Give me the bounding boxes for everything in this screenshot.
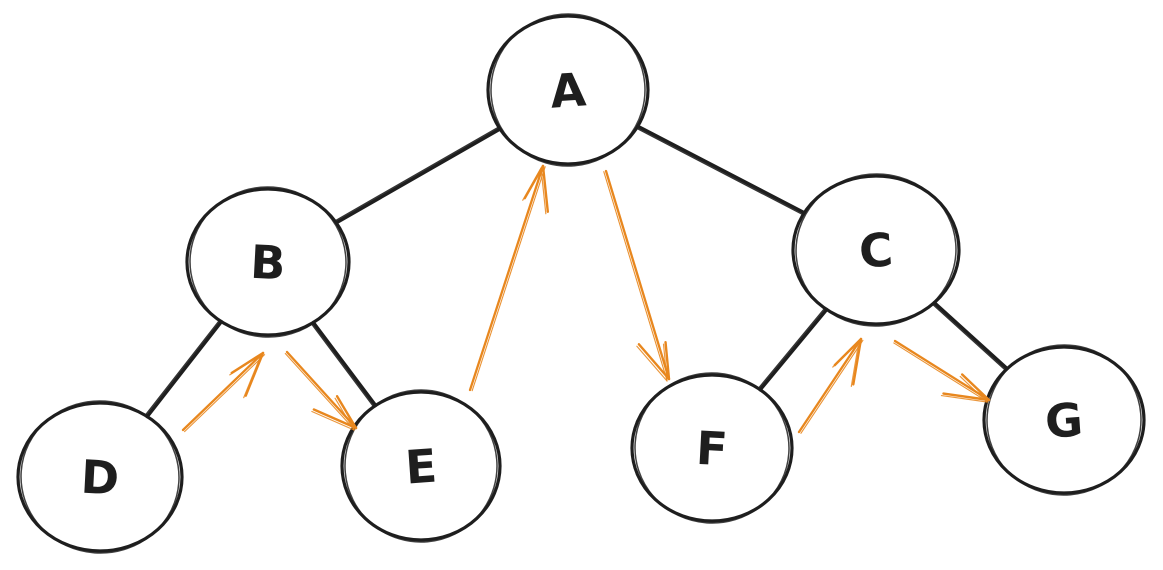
arrow-A-F	[603, 169, 671, 382]
node-label-D: D	[79, 450, 120, 506]
arrow-F-C	[797, 337, 864, 434]
node-label-A: A	[548, 62, 588, 118]
tree-edge-A-C	[635, 124, 806, 216]
arrowhead-wing	[229, 351, 265, 376]
tree-edge-A-B	[334, 126, 502, 225]
labels-layer: A B C D E F G	[79, 62, 1084, 505]
arrowhead-wing	[334, 395, 358, 431]
arrowhead-wing	[850, 337, 863, 387]
tree-edge-B-D	[144, 319, 224, 419]
node-D	[16, 400, 184, 554]
tree-edge-C-G	[932, 300, 1009, 372]
arrowhead-wing	[662, 340, 671, 382]
arrowhead-wing	[636, 343, 671, 382]
tree-edge-B-E	[310, 320, 378, 408]
arrow-E-A	[468, 164, 550, 392]
arrowhead-wing	[540, 164, 550, 215]
node-E	[340, 389, 502, 543]
arrow-B-E	[284, 350, 358, 431]
node-F	[630, 372, 794, 524]
node-label-F: F	[695, 421, 729, 477]
arrowhead-wing	[940, 392, 991, 403]
arrowhead-wing	[522, 164, 545, 201]
arrowhead-wing	[243, 351, 265, 399]
tree-edges-layer	[144, 124, 1009, 419]
arrowhead-wing	[832, 337, 863, 368]
node-C	[791, 173, 961, 327]
arrowhead-wing	[311, 408, 358, 431]
node-label-G: G	[1043, 392, 1084, 449]
tree-edge-C-F	[757, 307, 829, 392]
node-label-C: C	[857, 222, 894, 278]
nodes-layer	[16, 13, 1146, 554]
arrow-C-G	[893, 339, 991, 403]
node-label-E: E	[403, 439, 438, 495]
node-B	[185, 186, 351, 338]
node-A	[486, 13, 650, 167]
arrow-D-B	[181, 351, 266, 433]
arrowhead-wing	[959, 373, 991, 403]
node-label-B: B	[249, 235, 287, 291]
traversal-arrows-layer	[181, 164, 991, 434]
node-G	[982, 344, 1146, 496]
